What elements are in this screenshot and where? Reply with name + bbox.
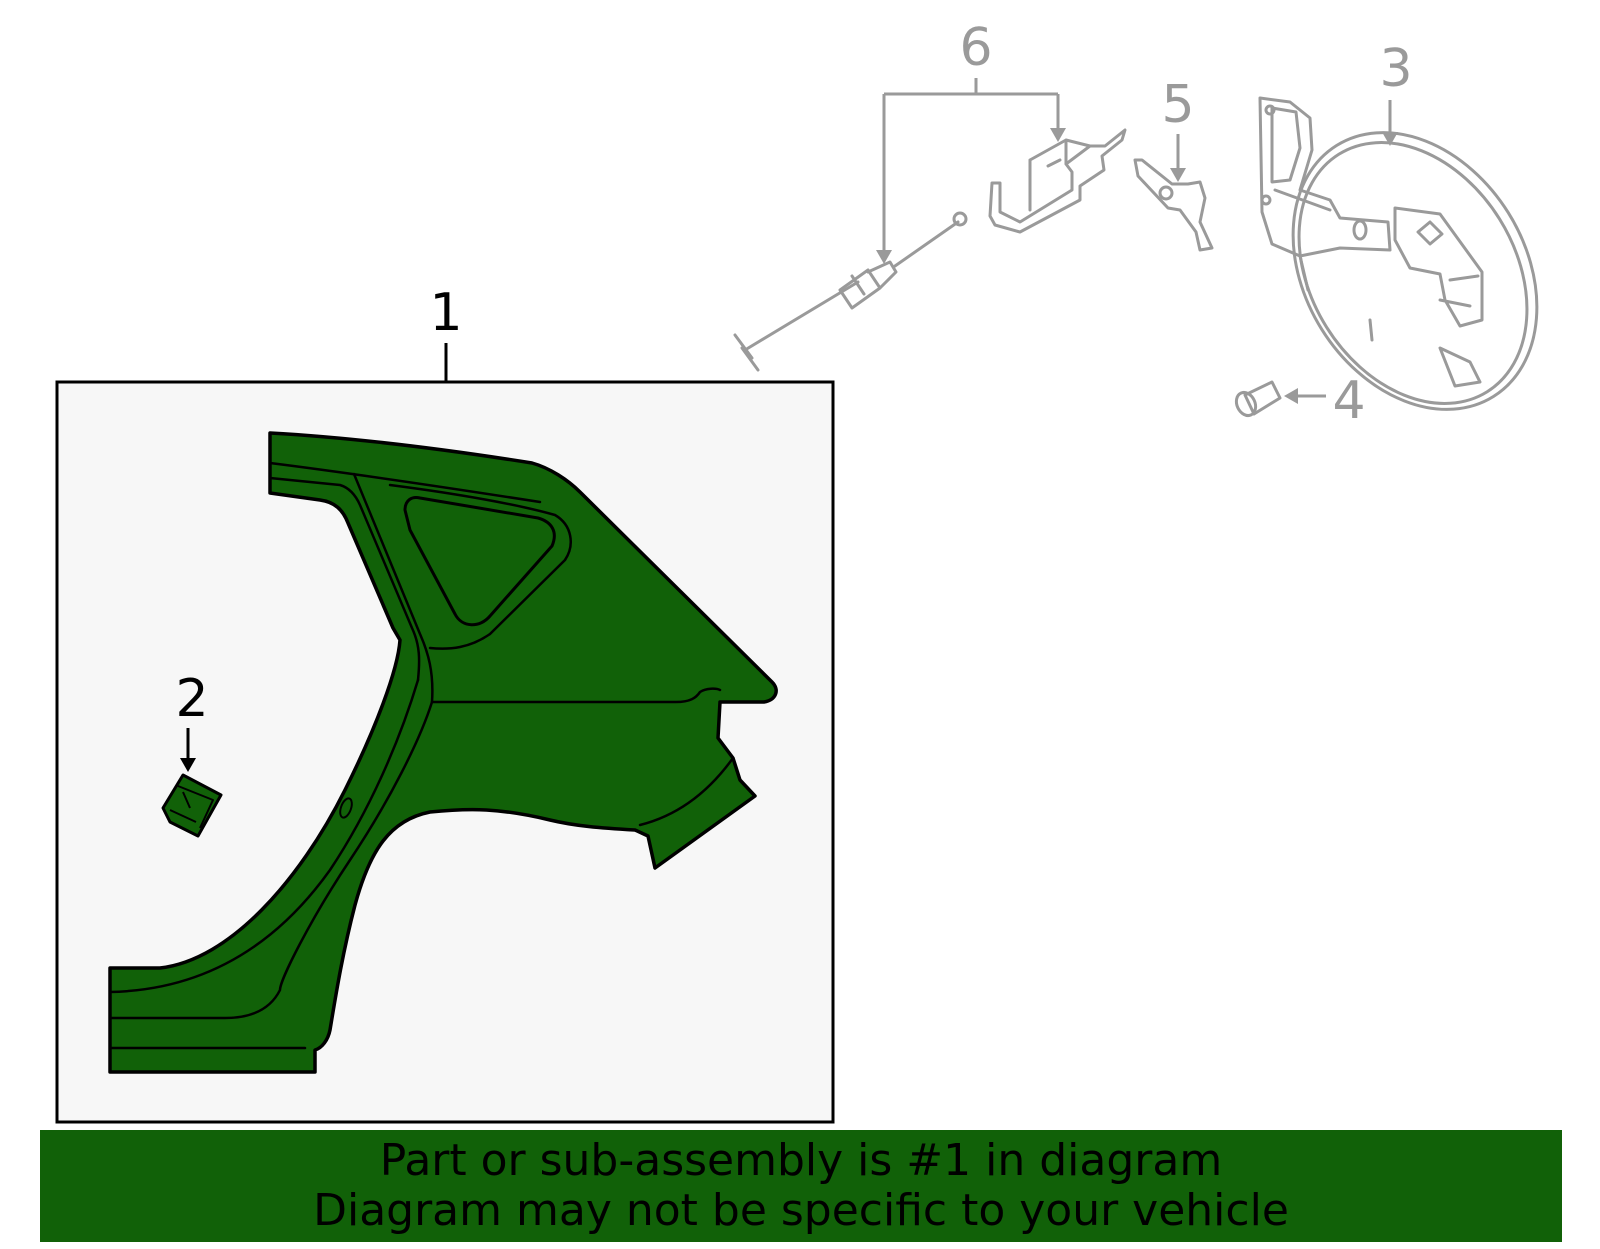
- cable-rod: [893, 220, 960, 268]
- callout-3-arrowhead: [1382, 132, 1398, 146]
- disclaimer-banner: Part or sub-assembly is #1 in diagram Di…: [40, 1130, 1562, 1242]
- callout-6-leader: [882, 78, 1060, 253]
- release-handle: [988, 128, 1127, 234]
- cable-fitting: [838, 260, 898, 310]
- window-surround-line: [388, 483, 572, 650]
- bracket-part-2[interactable]: [161, 773, 223, 838]
- housing-bracket: [1258, 96, 1392, 292]
- panel-hole: [339, 797, 353, 819]
- rear-pocket-line: [638, 756, 735, 827]
- bracket-face: [169, 785, 214, 829]
- belt-line: [430, 687, 722, 704]
- quarter-panel-part-1[interactable]: [108, 431, 778, 1074]
- housing-latch: [1393, 206, 1484, 328]
- housing-inner-rim: [1297, 141, 1529, 405]
- banner-line-1: Part or sub-assembly is #1 in diagram: [379, 1135, 1223, 1186]
- hinge-part-5[interactable]: [1133, 158, 1214, 252]
- roof-rail-line: [268, 476, 421, 682]
- wheel-arch-line-1: [108, 678, 420, 994]
- cable-end-ball: [952, 211, 968, 227]
- callout-2-arrowhead: [180, 758, 196, 772]
- top-flange-line: [268, 461, 542, 504]
- hinge-hole: [1158, 185, 1174, 201]
- housing-hole-a: [1264, 104, 1276, 116]
- hinge-outline: [1133, 158, 1214, 252]
- callout-6: 6: [959, 18, 992, 78]
- bracket-outline: [161, 773, 223, 838]
- callout-4-arrowhead: [1284, 388, 1298, 404]
- cable-end-bracket: [733, 333, 760, 372]
- callout-4: 4: [1332, 371, 1365, 431]
- quarter-panel-outline: [108, 431, 778, 1074]
- plug-body: [1243, 380, 1282, 416]
- callout-6-arrowhead-a: [876, 250, 892, 264]
- quarter-window-opening: [403, 496, 556, 627]
- housing-hole-c: [1352, 219, 1368, 241]
- wheel-arch-line-2: [108, 700, 434, 1020]
- cable-line: [743, 280, 860, 352]
- callout-5-arrowhead: [1170, 168, 1186, 182]
- housing-outer-rim: [1291, 131, 1539, 411]
- banner-line-2: Diagram may not be specific to your vehi…: [313, 1185, 1289, 1236]
- housing-hole-b: [1260, 194, 1272, 206]
- release-cable-part-6[interactable]: [733, 128, 1127, 372]
- callout-2: 2: [175, 669, 208, 729]
- callout-1: 1: [429, 283, 462, 343]
- callout-5: 5: [1161, 75, 1194, 135]
- housing-lower-tab: [1368, 318, 1482, 388]
- bumper-plug-part-4[interactable]: [1233, 380, 1282, 419]
- callout-3: 3: [1379, 39, 1412, 99]
- plug-face: [1234, 390, 1258, 418]
- callout-6-arrowhead-b: [1050, 128, 1066, 142]
- inner-pillar-line: [352, 472, 434, 704]
- filler-housing-part-3[interactable]: [1243, 87, 1586, 455]
